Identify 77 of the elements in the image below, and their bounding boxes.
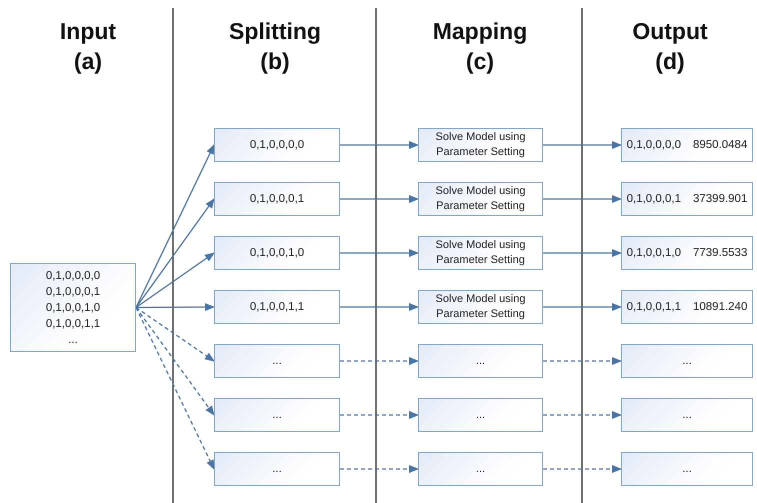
process-box bbox=[621, 452, 753, 486]
box-text: Solve Model using Parameter Setting bbox=[434, 292, 526, 322]
process-box bbox=[621, 398, 753, 432]
box-text: 0,1,0,0,1,0 bbox=[626, 246, 681, 261]
process-box bbox=[621, 236, 753, 270]
box-text: 0,1,0,0,0,0 bbox=[626, 138, 681, 153]
arrow bbox=[340, 141, 419, 149]
process-box bbox=[214, 290, 340, 324]
arrow bbox=[340, 249, 419, 257]
process-box bbox=[214, 236, 340, 270]
arrow bbox=[543, 411, 622, 419]
box-text: 0,1,0,0,1,0 bbox=[46, 300, 100, 316]
box-text: 0,1,0,0,1,1 bbox=[250, 300, 304, 315]
process-box bbox=[10, 263, 136, 352]
arrow bbox=[135, 198, 215, 308]
box-text: 0,1,0,0,0,0 bbox=[250, 138, 304, 153]
box-text: 0,1,0,0,0,0 bbox=[46, 268, 100, 284]
box-text: 8950.0484 bbox=[692, 138, 748, 153]
process-box bbox=[214, 128, 340, 162]
process-box bbox=[418, 236, 543, 270]
arrow bbox=[543, 195, 622, 203]
box-text: ... bbox=[68, 332, 78, 348]
box-text: ... bbox=[272, 408, 282, 423]
box-text: 37399.901 bbox=[692, 192, 748, 207]
arrow bbox=[340, 195, 419, 203]
box-text: Solve Model using Parameter Setting bbox=[434, 184, 526, 214]
arrow bbox=[136, 306, 215, 362]
process-box bbox=[621, 344, 753, 378]
process-box bbox=[214, 344, 340, 378]
arrow bbox=[340, 357, 419, 365]
process-box bbox=[418, 398, 543, 432]
arrow bbox=[136, 303, 215, 312]
column-heading: Splitting (b) bbox=[229, 17, 321, 76]
column-heading: Input (a) bbox=[60, 17, 116, 76]
process-box bbox=[214, 182, 340, 216]
box-text: ... bbox=[476, 354, 486, 368]
box-text: ... bbox=[272, 462, 282, 477]
box-text: Solve Model using Parameter Setting bbox=[434, 238, 526, 268]
box-text: ... bbox=[682, 462, 692, 477]
arrow bbox=[135, 307, 215, 470]
arrow bbox=[543, 303, 622, 311]
box-text: 0,1,0,0,0,1 bbox=[626, 192, 681, 207]
box-text: ... bbox=[476, 408, 486, 422]
arrow bbox=[543, 357, 622, 365]
process-box bbox=[214, 398, 340, 432]
box-text: Solve Model using Parameter Setting bbox=[434, 130, 526, 160]
process-box bbox=[621, 290, 753, 324]
arrow bbox=[135, 307, 215, 416]
box-text: 0,1,0,0,1,0 bbox=[250, 246, 304, 261]
column-heading: Output (d) bbox=[632, 17, 708, 76]
process-box bbox=[418, 128, 543, 162]
process-box bbox=[418, 452, 543, 486]
arrow bbox=[543, 141, 622, 149]
box-text: ... bbox=[682, 354, 692, 369]
box-text: 0,1,0,0,1,1 bbox=[626, 300, 681, 315]
box-text: 10891.240 bbox=[692, 300, 748, 315]
arrow bbox=[340, 411, 419, 419]
box-text: 0,1,0,0,0,1 bbox=[250, 192, 304, 207]
box-text: ... bbox=[476, 462, 486, 476]
process-box bbox=[214, 452, 340, 486]
box-text: 0,1,0,0,0,1 bbox=[46, 284, 100, 300]
process-box bbox=[418, 182, 543, 216]
column-heading: Mapping (c) bbox=[432, 17, 528, 76]
process-box bbox=[418, 344, 543, 378]
arrow bbox=[543, 465, 622, 473]
arrow bbox=[340, 465, 419, 473]
arrow bbox=[136, 252, 215, 308]
box-text: 0,1,0,0,1,1 bbox=[46, 316, 100, 332]
box-text: ... bbox=[682, 408, 692, 423]
box-text: ... bbox=[272, 354, 282, 369]
process-box bbox=[418, 290, 543, 324]
process-box bbox=[621, 182, 753, 216]
box-text: 7739.5533 bbox=[692, 246, 748, 261]
arrow bbox=[135, 144, 215, 308]
process-box bbox=[621, 128, 753, 162]
arrow bbox=[340, 303, 419, 311]
arrow bbox=[543, 249, 622, 257]
